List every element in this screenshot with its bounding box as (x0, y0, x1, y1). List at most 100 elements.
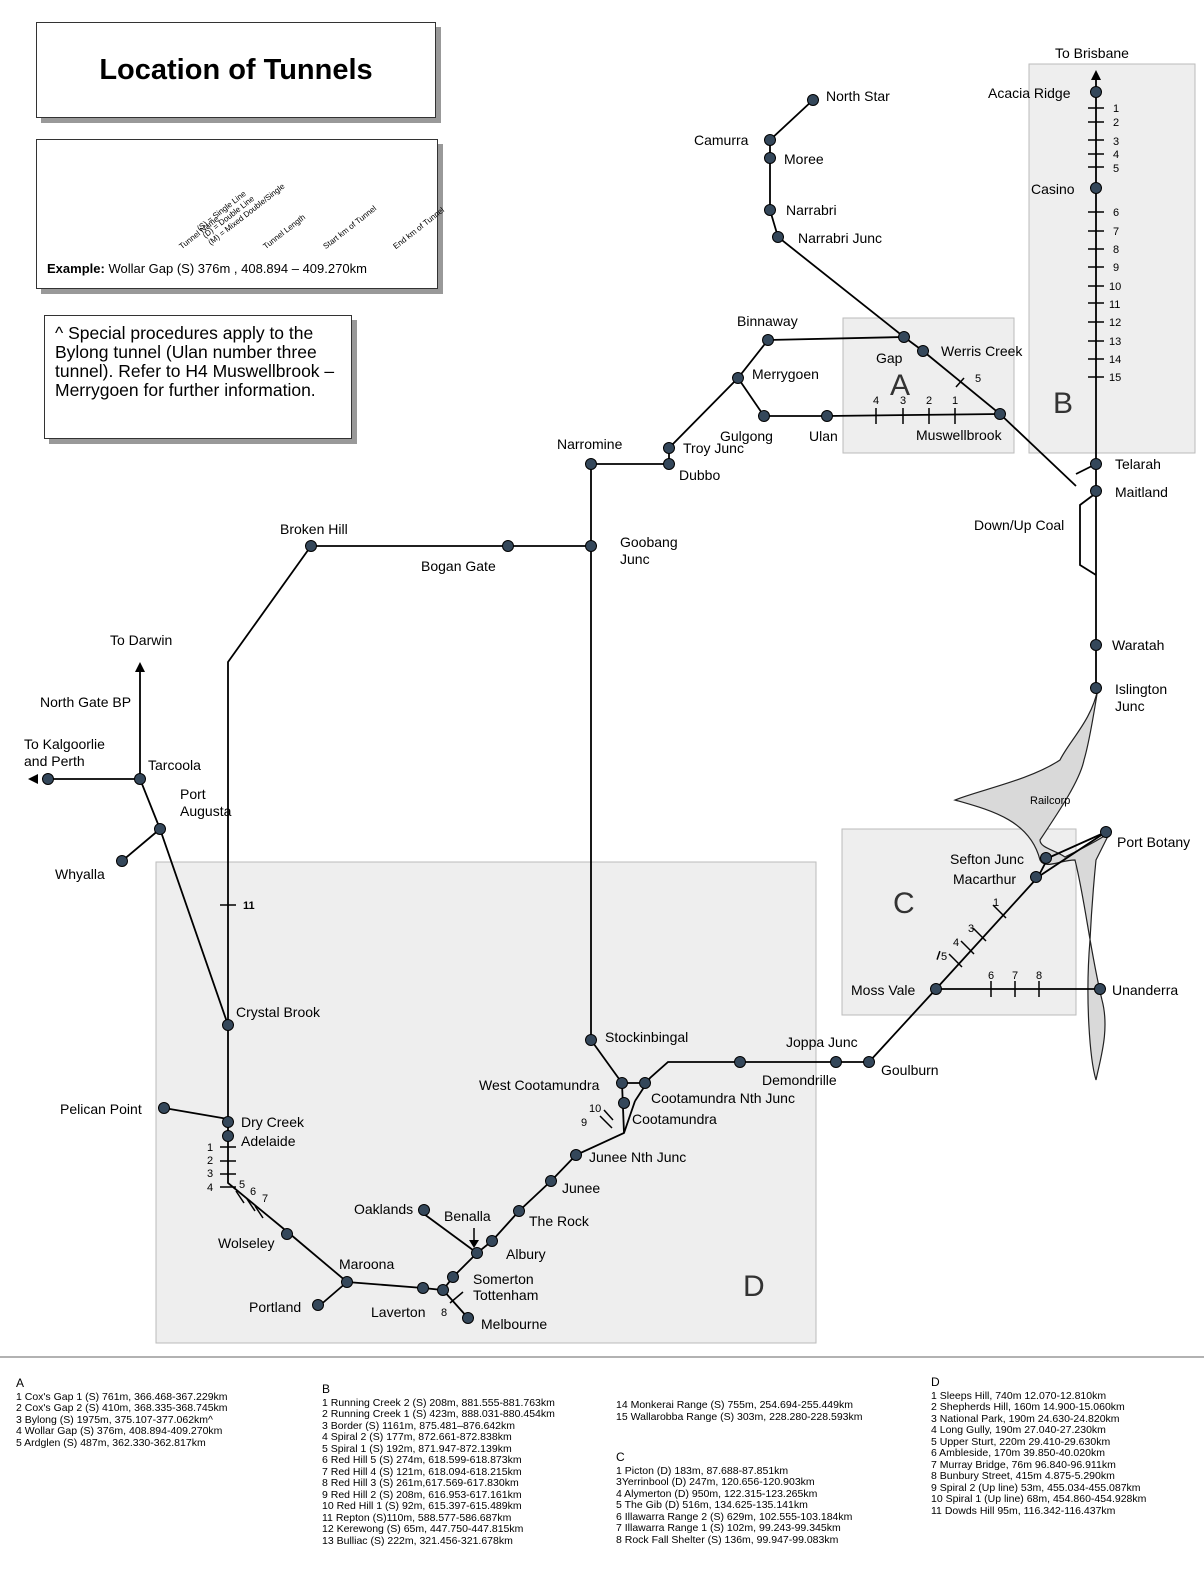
region-label-c: C (893, 887, 915, 920)
label-stockinbingal: Stockinbingal (605, 1029, 688, 1045)
svg-text:4: 4 (953, 937, 959, 949)
svg-text:6: 6 (1113, 207, 1119, 219)
label-oaklands: Oaklands (354, 1201, 413, 1217)
tunnel-ticks (220, 107, 1104, 1304)
legend-item: 5 Spiral 1 (S) 192m, 871.947-872.139km (322, 1442, 512, 1455)
svg-text:10: 10 (589, 1103, 601, 1115)
region-d-box (155, 861, 817, 1344)
svg-text:5: 5 (975, 373, 981, 385)
legend-item: 7 Murray Bridge, 76m 96.840-96.911km (931, 1458, 1116, 1471)
legend-b2-items: 14 Monkerai Range (S) 755m, 254.694-255.… (616, 1399, 863, 1423)
legend-item: 2 Running Creek 1 (S) 423m, 888.031-880.… (322, 1408, 555, 1420)
svg-text:8: 8 (441, 1307, 447, 1319)
label-macarthur: Macarthur (953, 871, 1016, 887)
legend-item: 4 Alymerton (D) 950m, 122.315-123.265km (616, 1487, 818, 1500)
svg-text:6: 6 (250, 1186, 256, 1198)
svg-text:4: 4 (207, 1182, 213, 1194)
svg-text:2: 2 (1113, 117, 1119, 129)
arrow-to-perth (28, 774, 38, 784)
legend-item: 13 Bulliac (S) 222m, 321.456-321.678km (322, 1534, 513, 1547)
pointer-tunnel-length: Tunnel Length (261, 212, 308, 251)
label-joppa-junc: Joppa Junc (786, 1034, 858, 1050)
svg-text:5: 5 (1113, 163, 1119, 175)
svg-text:4: 4 (873, 395, 879, 407)
legend-item: 8 Rock Fall Shelter (S) 136m, 99.947-99.… (616, 1533, 839, 1546)
label-junee: Junee (562, 1180, 600, 1196)
label-dry-creek: Dry Creek (241, 1114, 305, 1130)
label-muswellbrook: Muswellbrook (916, 427, 1003, 443)
arrow-to-brisbane (1091, 70, 1101, 80)
label-crystal-brook: Crystal Brook (236, 1004, 321, 1020)
legend-item: 11 Repton (S)110m, 588.577-586.687km (322, 1511, 512, 1524)
legend-item: 11 Dowds Hill 95m, 116.342-116.437km (931, 1504, 1116, 1517)
svg-text:4: 4 (1113, 149, 1119, 161)
arrow-benalla (469, 1240, 479, 1248)
note-box: ^ Special procedures apply to the Bylong… (44, 315, 352, 439)
label-tottenham: Tottenham (473, 1287, 538, 1303)
label-gap: Gap (876, 350, 903, 366)
svg-text:1: 1 (207, 1142, 213, 1154)
pointer-end-km: End km of Tunnel (391, 205, 447, 251)
label-railcorp: Railcorp (1030, 795, 1070, 807)
legend-item: 9 Spiral 2 (Up line) 53m, 455.034-455.08… (931, 1481, 1141, 1494)
label-ulan: Ulan (809, 428, 838, 444)
svg-text:5: 5 (941, 951, 947, 963)
page-title: Location of Tunnels (99, 53, 373, 86)
svg-text:3: 3 (900, 395, 906, 407)
svg-text:1: 1 (952, 395, 958, 407)
svg-text:8: 8 (1113, 244, 1119, 256)
legend-item: 6 Ambleside, 170m 39.850-40.020km (931, 1447, 1105, 1459)
legend-item: 4 Spiral 2 (S) 177m, 872.661-872.838km (322, 1431, 512, 1443)
legend-b-items: 1 Running Creek 2 (S) 208m, 881.555-881.… (322, 1397, 555, 1548)
svg-text:12: 12 (1109, 317, 1121, 329)
label-telarah: Telarah (1115, 456, 1161, 472)
legend-item: 3 Bylong (S) 1975m, 375.107-377.062km^ (16, 1413, 213, 1426)
label-west-cootamundra: West Cootamundra (479, 1077, 600, 1093)
svg-text:5: 5 (239, 1179, 245, 1191)
bylong-note: ^ Special procedures apply to the Bylong… (55, 323, 335, 400)
label-adelaide: Adelaide (241, 1133, 296, 1149)
title-box: Location of Tunnels (36, 22, 436, 118)
svg-text:8: 8 (1036, 970, 1042, 982)
legend-item: 14 Monkerai Range (S) 755m, 254.694-255.… (616, 1399, 853, 1411)
legend-item: 3 National Park, 190m 24.630-24.820km (931, 1412, 1120, 1425)
svg-text:3: 3 (968, 923, 974, 935)
legend-item: 15 Wallarobba Range (S) 303m, 228.280-22… (616, 1410, 863, 1423)
svg-text:7: 7 (1113, 226, 1119, 238)
legend-a-items: 1 Cox's Gap 1 (S) 761m, 366.468-367.229k… (16, 1391, 228, 1450)
label-the-rock: The Rock (529, 1213, 590, 1229)
label-demondrille: Demondrille (762, 1072, 837, 1088)
legend-item: 10 Red Hill 1 (S) 92m, 615.397-615.489km (322, 1500, 522, 1512)
legend-item: 6 Illawarra Range 2 (S) 629m, 102.555-10… (616, 1510, 853, 1523)
stations (42, 86, 1112, 1324)
label-bogan-gate: Bogan Gate (421, 558, 496, 574)
legend-item: 8 Bunbury Street, 415m 4.875-5.290km (931, 1470, 1115, 1482)
label-laverton: Laverton (371, 1304, 425, 1320)
example-box: Tunnel Name (S) = Single Line (D) = Doub… (36, 139, 446, 289)
svg-text:6: 6 (988, 970, 994, 982)
label-tarcoola: Tarcoola (148, 757, 201, 773)
pointer-start-km: Start km of Tunnel (321, 203, 379, 251)
label-binnaway: Binnaway (737, 313, 798, 329)
label-acacia-ridge: Acacia Ridge (988, 85, 1071, 101)
legend-item: 1 Sleeps Hill, 740m 12.070-12.810km (931, 1389, 1107, 1402)
legend-item: 4 Long Gully, 190m 27.040-27.230km (931, 1424, 1106, 1436)
label-portland: Portland (249, 1299, 301, 1315)
label-port-botany: Port Botany (1117, 834, 1190, 850)
label-moree: Moree (784, 151, 824, 167)
legend-item: 8 Red Hill 3 (S) 261m,617.569-617.830km (322, 1477, 519, 1489)
place-labels: North Star Camurra Moree Narrabri Narrab… (24, 45, 1190, 1332)
svg-text:7: 7 (262, 1193, 268, 1205)
svg-text:3: 3 (1113, 136, 1119, 148)
label-gulgong: Gulgong (720, 428, 773, 444)
region-a-box (842, 317, 1015, 454)
label-narrabri: Narrabri (786, 202, 837, 218)
legend-item: 7 Illawarra Range 1 (S) 102m, 99.243-99.… (616, 1522, 841, 1534)
label-dubbo: Dubbo (679, 467, 720, 483)
label-camurra: Camurra (694, 132, 749, 148)
legend-item: 2 Shepherds Hill, 160m 14.900-15.060km (931, 1401, 1125, 1413)
